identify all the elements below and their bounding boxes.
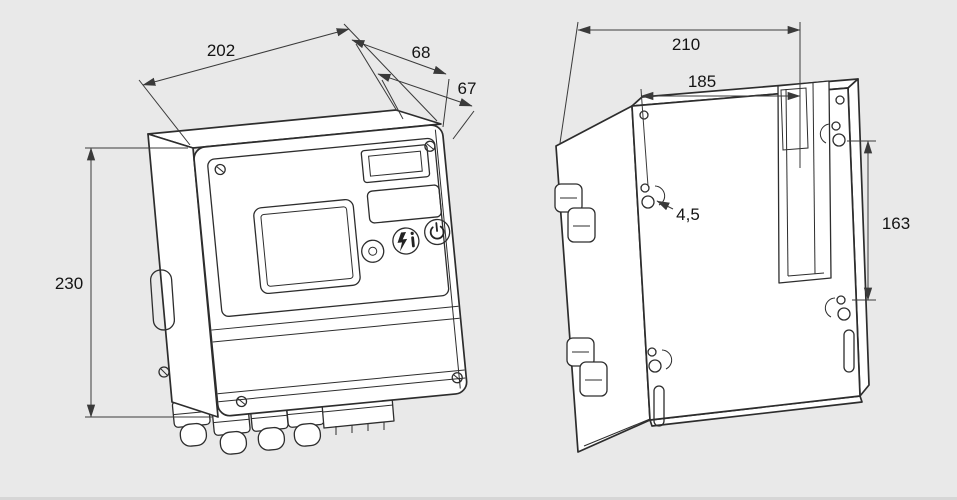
front-width-dimension-label: 202 [207,41,235,60]
dim-hole-diameter-45: 4,5 [656,200,700,224]
mounting-hole-bottom-right [824,295,851,321]
label-window [366,184,442,224]
power-icon [429,222,445,240]
flash-info-icon [397,231,415,252]
page-bottom-edge [0,497,957,500]
dim-depth-67: 67 [377,73,477,140]
corner-screw [424,140,436,152]
dim-depth-68: 68 [351,39,450,128]
rear-hole-spacing-vertical-label: 163 [882,214,910,233]
dim-hole-spacing-185: 185 [640,72,801,187]
lower-cover-seams [211,305,466,403]
hinge-bottom [566,337,608,397]
reset-button[interactable] [361,239,385,263]
rear-hole-spacing-horizontal-label: 185 [688,72,716,91]
mounting-hole-bottom-left [647,347,673,373]
corner-screw [451,372,463,384]
rear-hole-diameter-label: 4,5 [676,205,700,224]
main-display [253,199,361,295]
front-depth-total-dimension-label: 68 [412,43,431,62]
control-panel [207,137,450,317]
corner-screw [835,95,845,105]
dim-width-210: 210 [559,21,801,168]
front-depth-housing-dimension-label: 67 [458,79,477,98]
dimensions: 202 68 67 230 [55,21,910,418]
mounting-hole-top-right [819,121,846,147]
rail-slot [777,80,832,284]
corner-screw [214,163,226,176]
hinge-top [554,183,596,243]
dim-hole-spacing-163: 163 [847,140,910,301]
rear-width-dimension-label: 210 [672,35,700,54]
status-display [360,144,431,184]
bottom-slot-left [653,385,665,427]
corner-screw [639,110,649,120]
rear-isometric-view [554,78,870,453]
front-height-dimension-label: 230 [55,274,83,293]
info-button[interactable] [392,227,420,255]
front-face [193,124,468,417]
reset-dot-icon [368,246,378,256]
bottom-slot-right [843,329,855,373]
side-slot [149,269,176,331]
side-screw [158,366,170,378]
front-isometric-view [147,109,468,455]
power-button[interactable] [424,218,451,246]
dim-height-230: 230 [55,147,212,418]
